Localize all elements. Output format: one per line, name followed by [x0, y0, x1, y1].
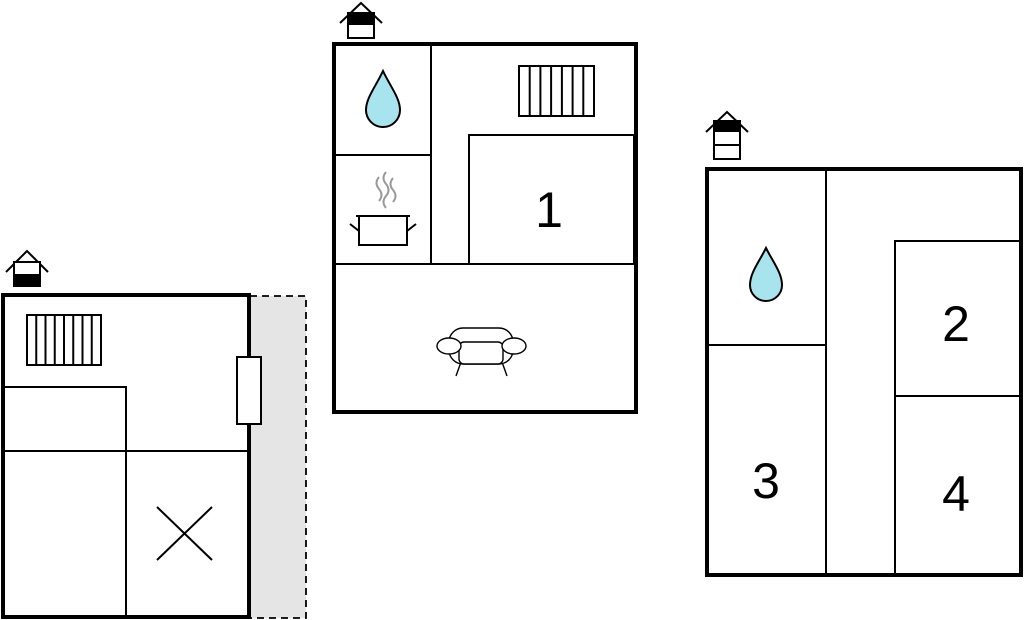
house-level-icon-2 — [705, 110, 749, 160]
floor-plan-left — [1, 249, 307, 619]
room-number-4: 4 — [942, 466, 970, 522]
terrace — [249, 295, 307, 619]
outer-wall — [332, 42, 638, 414]
floor-plan-right: 2 3 4 — [705, 110, 1023, 577]
room-1-outline — [468, 134, 635, 265]
cross-mark-icon — [156, 506, 213, 561]
outer-wall — [705, 167, 1023, 577]
floor-plan-middle: 1 — [332, 1, 638, 414]
house-level-icon-ground — [5, 249, 49, 287]
water-drop-icon — [364, 68, 402, 128]
cooking-pot-icon — [349, 171, 417, 246]
house-level-icon-1 — [339, 1, 383, 39]
sofa-icon — [436, 327, 527, 377]
room-number-1: 1 — [535, 182, 563, 238]
water-drop-icon — [748, 245, 784, 302]
interior-wall — [894, 240, 1019, 573]
radiator-icon — [518, 65, 595, 117]
room-number-3: 3 — [752, 453, 780, 509]
room-number-2: 2 — [942, 296, 970, 352]
radiator-icon — [26, 314, 102, 366]
outer-wall — [1, 293, 251, 619]
interior-wall — [5, 386, 127, 616]
door — [236, 356, 262, 425]
